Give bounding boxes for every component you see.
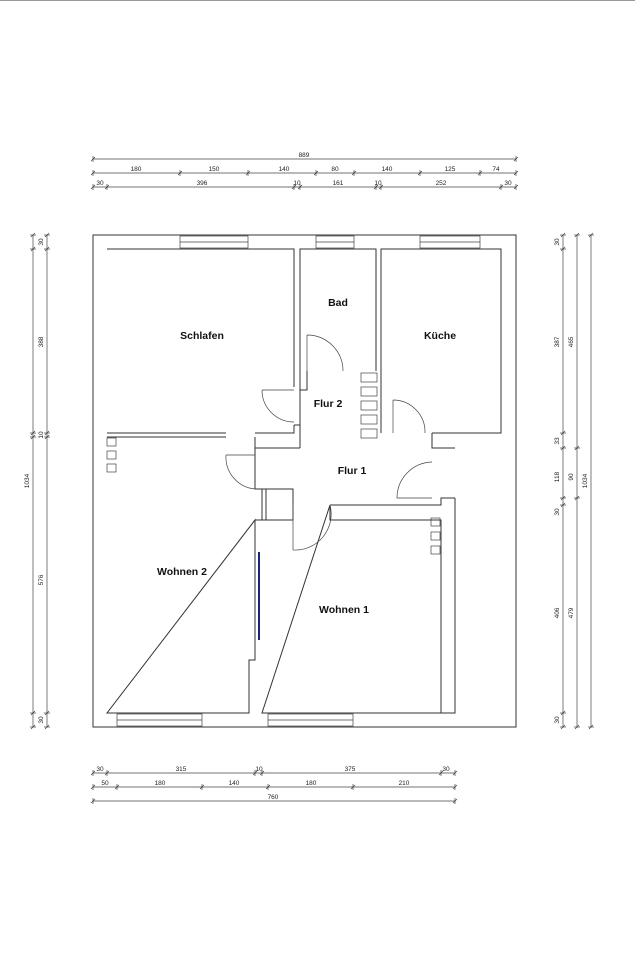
dimension-lines: [32, 158, 592, 802]
doors: [225, 334, 433, 640]
shafts: [106, 372, 441, 555]
dim-top-r1: 140: [279, 166, 290, 173]
dim-bottom-total: 760: [268, 794, 279, 801]
dim-bottom-r2: 210: [399, 780, 410, 787]
shaft-box: [360, 386, 378, 397]
dimension-labels: 889 180 150 140 80 140 125 74 30 396 10 …: [24, 152, 589, 801]
dimension-ticks: [30, 156, 594, 804]
dim-top-total: 889: [299, 152, 310, 159]
dim-left-total: 1034: [24, 473, 31, 488]
partition-cap: [255, 488, 266, 521]
room-label-flur2: Flur 2: [314, 398, 343, 410]
dim-bottom-r1: 315: [176, 766, 187, 773]
door-bad: [306, 334, 344, 372]
dim-top-r2: 30: [504, 180, 512, 187]
dim-top-r2: 396: [197, 180, 208, 187]
dim-right-r2: 465: [568, 336, 575, 347]
shaft-box: [430, 531, 441, 541]
dim-top-r1: 140: [382, 166, 393, 173]
walls: [92, 234, 517, 728]
east-walls: [431, 433, 456, 714]
shaft-box: [360, 372, 378, 383]
room-label-wohnen2: Wohnen 2: [157, 566, 207, 578]
door-kueche: [392, 399, 426, 434]
shaft-box: [360, 414, 378, 425]
dim-left: 30: [38, 716, 45, 724]
door-wohnen2: [225, 454, 256, 490]
room-label-bad: Bad: [328, 297, 348, 309]
shaft-box: [106, 437, 117, 447]
kueche-walls: [380, 248, 502, 434]
dim-bottom-r1: 375: [345, 766, 356, 773]
shaft-box: [106, 463, 117, 473]
dim-bottom-r2: 140: [229, 780, 240, 787]
shaft-box: [360, 428, 378, 439]
dim-top-r1: 80: [331, 166, 339, 173]
dim-right-r1: 30: [554, 238, 561, 246]
dim-top-r1: 74: [492, 166, 500, 173]
dim-left: 30: [38, 238, 45, 246]
dim-top-r1: 150: [209, 166, 220, 173]
shaft-box: [360, 400, 378, 411]
dim-bottom-r1: 30: [96, 766, 104, 773]
dim-right-r1: 33: [554, 437, 561, 445]
room-label-schlafen: Schlafen: [180, 330, 224, 342]
dim-top-r2: 10: [293, 180, 301, 187]
dim-right-r2: 90: [568, 473, 575, 481]
room-label-kueche: Küche: [424, 330, 456, 342]
dim-right-r1: 406: [554, 607, 561, 618]
dim-left: 10: [38, 431, 45, 439]
dim-top-r2: 30: [96, 180, 104, 187]
dim-top-r1: 125: [445, 166, 456, 173]
outer-wall-outer: [92, 234, 517, 728]
dim-top-r2: 10: [374, 180, 382, 187]
dim-top-r2: 161: [333, 180, 344, 187]
partition: [261, 489, 267, 520]
room-labels: Schlafen Bad Küche Flur 2 Flur 1 Wohnen …: [157, 297, 456, 616]
dim-top-r1: 180: [131, 166, 142, 173]
door-wohnen1: [292, 504, 332, 551]
dim-bottom-r1: 10: [255, 766, 263, 773]
dim-left: 388: [38, 336, 45, 347]
dim-bottom-r2: 180: [155, 780, 166, 787]
dim-bottom-r1: 30: [442, 766, 450, 773]
room-label-wohnen1: Wohnen 1: [319, 604, 369, 616]
door-schlafen: [261, 389, 295, 423]
dim-right-total: 1034: [582, 473, 589, 488]
dim-right-r1: 30: [554, 508, 561, 516]
dim-bottom-r2: 180: [306, 780, 317, 787]
bad-walls: [299, 248, 377, 391]
shaft-box: [430, 545, 441, 555]
door-east: [396, 461, 433, 499]
dim-right-r1: 387: [554, 336, 561, 347]
room-label-flur1: Flur 1: [338, 465, 367, 477]
dim-right-r1: 30: [554, 716, 561, 724]
shaft-box: [430, 517, 441, 527]
windows: [116, 235, 481, 727]
dim-left: 576: [38, 574, 45, 585]
dim-top-r2: 252: [436, 180, 447, 187]
schlafen-walls: [107, 248, 295, 434]
dim-right-r2: 479: [568, 607, 575, 618]
shaft-box: [106, 450, 117, 460]
dim-right-r1: 118: [554, 471, 561, 482]
dim-bottom-r2: 50: [101, 780, 109, 787]
flur-walls: [254, 390, 455, 506]
